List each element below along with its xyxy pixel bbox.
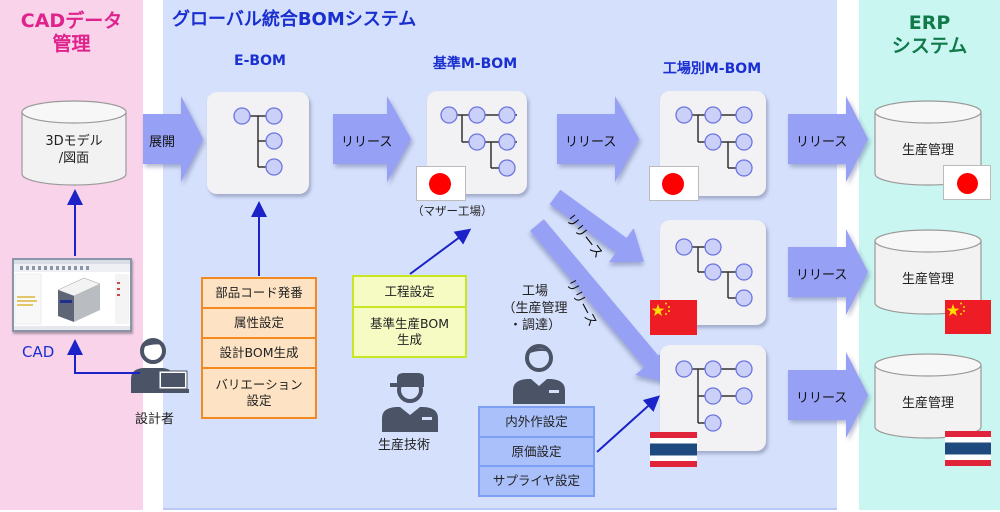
factory-mbom-card-japan[interactable]	[660, 91, 766, 196]
thailand-flag-icon	[945, 431, 991, 466]
bom-panel-title: グローバル統合BOMシステム	[172, 9, 417, 30]
factory-person	[509, 340, 571, 404]
cad-title-line2: 管理	[52, 33, 91, 55]
factory-mbom-title: 工場別M-BOM	[662, 61, 762, 77]
bom-tree-icon	[233, 107, 283, 176]
database-cylinder-icon	[21, 100, 127, 186]
task-process-setting[interactable]: 工程設定	[352, 275, 467, 308]
designer-label: 設計者	[135, 412, 175, 427]
erp-db-label: 生産管理	[901, 143, 954, 158]
expand-label: 展開	[149, 135, 176, 150]
ebom-card[interactable]	[207, 92, 309, 194]
factory-to-thai-line	[596, 395, 660, 453]
production-engineer-person	[380, 370, 442, 432]
erp-title-line2: システム	[891, 35, 968, 57]
erp-title-line1: ERP	[908, 12, 951, 34]
production-engineering-label: 生産技術	[378, 438, 431, 453]
designer-to-cad-line	[67, 339, 140, 374]
china-flag-icon	[650, 300, 697, 335]
cad-application-icon	[14, 260, 130, 330]
erp-db-label: 生産管理	[901, 272, 954, 287]
task-design-bom[interactable]: 設計BOM生成	[201, 337, 317, 369]
japan-flag-icon	[416, 166, 466, 201]
factory-label-line3: ・調達）	[508, 318, 561, 333]
cad-db-label-line1: 3Dモデル	[45, 134, 103, 149]
cad-db-label-line2: /図面	[58, 151, 90, 166]
process-task-list: 工程設定 基準生産BOM 生成	[352, 275, 467, 358]
task-make-or-buy[interactable]: 内外作設定	[478, 406, 595, 438]
ebom-title: E-BOM	[234, 53, 286, 69]
task-supplier-setting[interactable]: サプライヤ設定	[478, 465, 595, 497]
database-cylinder-icon	[874, 353, 982, 439]
task-base-production-bom[interactable]: 基準生産BOM 生成	[352, 306, 467, 358]
bom-tree-icon	[675, 238, 753, 307]
database-cylinder-icon	[874, 229, 982, 315]
factory-label-line1: 工場	[521, 284, 548, 299]
erp-database-china[interactable]: 生産管理	[873, 229, 983, 315]
japan-flag-icon	[943, 165, 991, 200]
china-flag-icon	[945, 300, 991, 334]
release-arrow-mbom-to-cn: リリース	[549, 185, 644, 263]
task-cost-setting[interactable]: 原価設定	[478, 436, 595, 467]
base-mbom-title: 基準M-BOM	[432, 56, 518, 72]
release-label: リリース	[341, 135, 393, 150]
person-icon	[513, 344, 565, 404]
cad-data-panel	[0, 0, 143, 510]
bom-tree-icon	[440, 106, 517, 177]
erp-db-label: 生産管理	[901, 396, 954, 411]
erp-database-thailand[interactable]: 生産管理	[873, 353, 983, 439]
cad-database[interactable]: 3Dモデル /図面	[20, 100, 128, 186]
release-arrow-cn-to-erp: リリース	[788, 229, 870, 315]
task-attributes[interactable]: 属性設定	[201, 307, 317, 339]
expand-arrow: 展開	[143, 96, 205, 182]
release-label: リリース	[796, 135, 848, 150]
factory-label-line2: （生産管理	[502, 301, 568, 316]
factory-task-list: 内外作設定 原価設定 サプライヤ設定	[478, 406, 595, 497]
release-arrow-ebom-to-mbom: リリース	[333, 96, 413, 182]
bom-tree-icon	[675, 360, 753, 432]
process-to-mbom-line	[409, 228, 472, 275]
bom-tree-icon	[675, 106, 753, 177]
cad-screenshot[interactable]	[12, 258, 132, 332]
release-label: リリース	[565, 135, 617, 150]
factory-label: 工場 （生産管理 ・調達）	[495, 283, 575, 334]
release-arrow-th-to-erp: リリース	[788, 352, 870, 438]
task-variation[interactable]: バリエーション 設定	[201, 367, 317, 419]
thailand-flag-icon	[650, 432, 697, 467]
release-arrow-jp-to-erp: リリース	[788, 96, 870, 182]
release-label: リリース	[796, 268, 848, 283]
release-label: リリース	[796, 391, 848, 406]
ebom-task-list: 部品コード発番 属性設定 設計BOM生成 バリエーション 設定	[201, 277, 317, 419]
japan-flag-icon	[649, 166, 699, 201]
task-part-code[interactable]: 部品コード発番	[201, 277, 317, 309]
mother-factory-label: （マザー工場）	[412, 204, 493, 218]
release-arrow-mbom-to-th: リリース	[530, 219, 670, 383]
cad-title-line1: CADデータ	[20, 10, 123, 32]
erp-panel-title: ERP システム	[859, 12, 1000, 58]
release-arrow-mbom-to-jp: リリース	[557, 96, 641, 182]
cad-panel-title: CADデータ 管理	[0, 10, 143, 56]
person-cap-icon	[382, 373, 438, 432]
designer-person	[127, 333, 189, 395]
cad-label: CAD	[22, 343, 55, 361]
person-laptop-icon	[131, 338, 189, 393]
